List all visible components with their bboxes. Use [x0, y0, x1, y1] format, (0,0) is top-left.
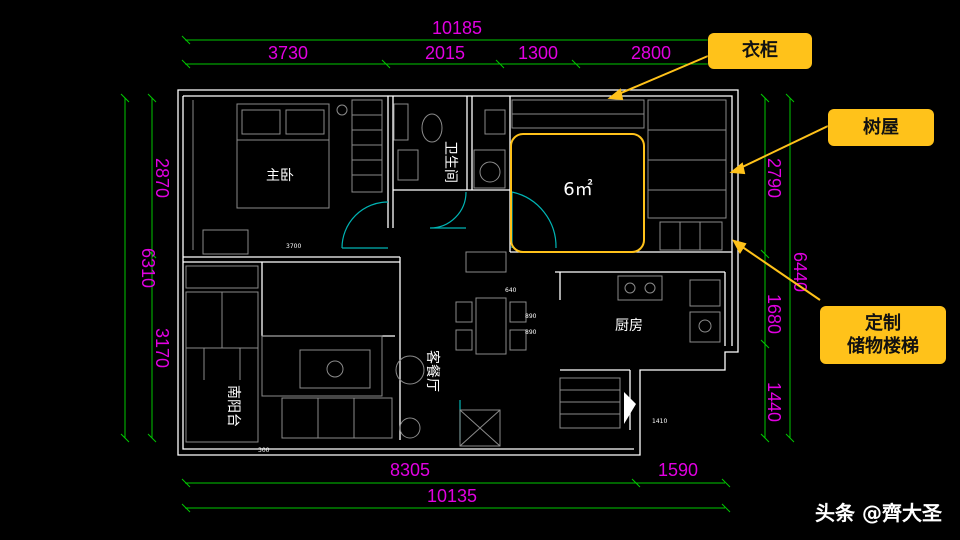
dim-top-total: 10185 — [432, 18, 482, 38]
dim-left-seg-2: 3170 — [152, 328, 172, 368]
living-room-furniture — [261, 335, 501, 447]
callout-tree-house: 树屋 — [828, 109, 934, 146]
callout-storage-stairs: 定制 储物楼梯 — [820, 306, 946, 364]
stair-arrow — [624, 392, 636, 424]
dim-top-seg-2: 2015 — [425, 43, 465, 63]
tree-house-area-label: 6㎡ — [563, 178, 592, 200]
callout-wardrobe-text: 衣柜 — [742, 40, 778, 62]
dim-top-seg-4: 2800 — [631, 43, 671, 63]
tree-house-area — [510, 133, 645, 253]
callout-storage-stairs-line2: 储物楼梯 — [847, 336, 919, 357]
dim-top-seg-1: 3730 — [268, 43, 308, 63]
dimension-lines — [120, 35, 795, 513]
watermark: 头条 @齊大圣 — [815, 501, 942, 525]
room-label-south-balcony: 南阳台 — [225, 385, 241, 427]
dim-bottom-seg-2: 1590 — [658, 460, 698, 480]
dim-right-seg-1: 2790 — [764, 158, 784, 198]
dim-bottom-total: 10135 — [427, 486, 477, 506]
callout-storage-stairs-line1: 定制 — [865, 312, 901, 334]
room-label-living-dining: 客餐厅 — [424, 350, 441, 392]
dim-top-seg-3: 1300 — [518, 43, 558, 63]
room-label-kitchen: 厨房 — [615, 318, 643, 334]
small-dim-5: 890 — [525, 313, 537, 320]
callout-pointers — [607, 55, 829, 301]
master-bed — [192, 99, 383, 255]
room-label-master-bedroom: 主卧 — [266, 168, 294, 184]
small-dim-3: 300 — [258, 447, 270, 454]
dim-bottom-seg-1: 8305 — [390, 460, 430, 480]
dim-right-seg-3: 1440 — [764, 382, 784, 422]
storage-staircase — [559, 377, 621, 429]
dim-left-seg-1: 2870 — [152, 158, 172, 198]
walls — [177, 89, 739, 456]
balcony-cabinets — [185, 265, 259, 443]
kitchen-fixtures — [465, 251, 721, 343]
dim-right-seg-2: 1680 — [764, 294, 784, 334]
callout-wardrobe: 衣柜 — [708, 33, 812, 69]
dining-table — [455, 297, 527, 355]
small-dim-2: 1410 — [652, 418, 667, 425]
room-label-bathroom: 卫生间 — [442, 141, 458, 183]
dim-left-total: 6310 — [138, 248, 158, 288]
callout-tree-house-text: 树屋 — [863, 116, 899, 138]
small-dim-6: 890 — [525, 329, 537, 336]
wardrobe-shelves — [511, 99, 727, 251]
bathroom-fixtures — [393, 103, 506, 189]
small-dim-1: 3700 — [286, 243, 301, 250]
small-dim-4: 640 — [505, 287, 517, 294]
door-swings — [341, 191, 557, 440]
